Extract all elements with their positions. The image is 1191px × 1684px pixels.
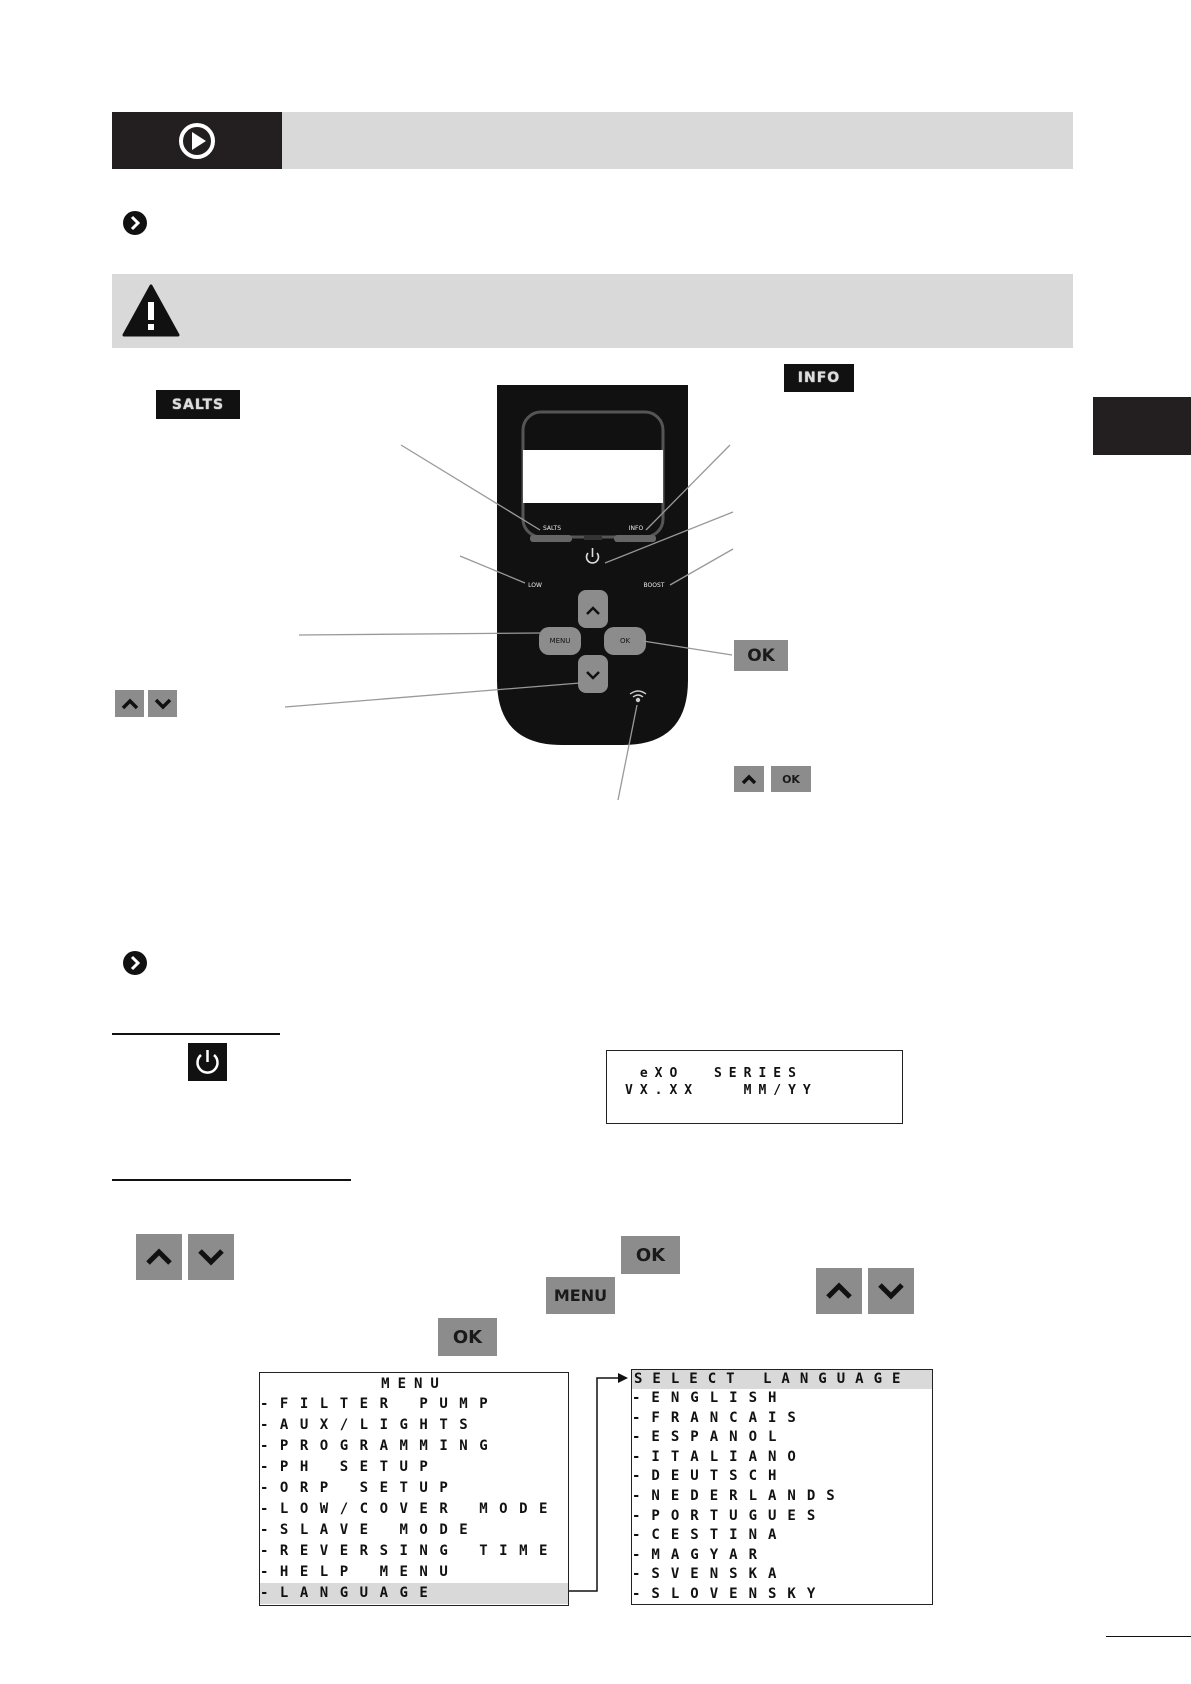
screen-display — [523, 450, 663, 503]
menu-key-legend: MENU — [546, 1277, 615, 1314]
menu-lcd: MENU -FILTER PUMP -AUX/LIGHTS -PROGRAMMING… — [259, 1372, 569, 1606]
down-key-legend-large — [188, 1234, 234, 1280]
lcd-list-item: -HELP MENU — [260, 1564, 460, 1580]
lcd-list-item: -LANGUAGE — [260, 1583, 568, 1604]
chevron-up-icon — [146, 1248, 172, 1265]
up-key-legend-large — [136, 1234, 182, 1280]
ok-key-legend-small: OK — [771, 766, 811, 792]
up-key-legend-large — [816, 1268, 862, 1314]
salts-softkey — [530, 535, 572, 542]
menu-key — [539, 627, 581, 655]
warning-icon — [122, 284, 180, 337]
section-header-icon-block — [112, 112, 282, 169]
ok-key — [604, 627, 646, 655]
lcd-list-item: -FILTER PUMP — [260, 1396, 500, 1412]
language-lcd: SELECT LANGUAGE -ENGLISH -FRANCAIS -ESPANO… — [631, 1369, 933, 1605]
ok-key-legend-large: OK — [438, 1318, 497, 1356]
device-ok-label: OK — [619, 637, 631, 645]
connector-arrow — [569, 1373, 628, 1592]
power-key-legend — [188, 1043, 227, 1081]
device-info-label: INFO — [628, 525, 644, 532]
ok-key-legend: OK — [734, 640, 788, 671]
lcd-list-item: -FRANCAIS — [632, 1409, 807, 1426]
chevron-down-icon — [198, 1249, 224, 1266]
lcd-list-item: -NEDERLANDS — [632, 1487, 846, 1504]
lcd-list-item: -ESPANOL — [632, 1429, 788, 1446]
splash-line-1: eXO SERIES — [625, 1066, 803, 1081]
power-button-icon — [585, 548, 600, 564]
wifi-icon — [629, 690, 647, 703]
lcd-list-item: -ITALIANO — [632, 1448, 807, 1465]
salts-key-legend: SALTS — [156, 390, 240, 419]
lcd-list-item: -PH SETUP — [260, 1459, 440, 1475]
heading-underline — [112, 1033, 280, 1035]
chevron-up-icon — [121, 698, 138, 709]
lcd-list-item: -DEUTSCH — [632, 1468, 788, 1485]
down-key-legend-large — [868, 1268, 914, 1314]
lcd-list-item: -REVERSING TIME — [260, 1543, 559, 1559]
lcd-list-item: -AUX/LIGHTS — [260, 1417, 480, 1433]
chevron-down-icon — [878, 1283, 904, 1300]
arrow-bullet-icon — [123, 211, 147, 235]
lcd-list-item: -PROGRAMMING — [260, 1438, 500, 1454]
menu-lcd-title: MENU — [381, 1376, 447, 1392]
play-circle-icon — [179, 123, 215, 159]
chevron-up-icon — [826, 1282, 852, 1299]
lcd-list-item: -SLAVE MODE — [260, 1522, 480, 1538]
device-low-label: LOW — [528, 582, 542, 589]
heading-underline — [112, 1179, 351, 1181]
power-icon — [196, 1050, 219, 1074]
arrow-bullet-icon — [123, 951, 147, 975]
device-menu-label: MENU — [549, 637, 571, 645]
callout-lines — [284, 444, 734, 801]
control-panel-diagram — [284, 385, 734, 801]
chapter-tab — [1093, 397, 1191, 455]
lcd-list-item: -PORTUGUES — [632, 1507, 827, 1524]
down-key — [578, 655, 608, 693]
splash-lcd: eXO SERIES VX.XX MM/YY — [606, 1050, 903, 1124]
device-boost-label: BOOST — [643, 582, 665, 589]
section-header-bar — [282, 112, 1073, 169]
up-key-legend-small — [734, 766, 764, 792]
info-key-legend: INFO — [784, 364, 854, 392]
lcd-list-item: -ORP SETUP — [260, 1480, 460, 1496]
chevron-up-icon — [741, 774, 757, 784]
down-key-legend — [148, 690, 177, 717]
language-lcd-items: -ENGLISH -FRANCAIS -ESPANOL -ITALIANO -DEUTS… — [632, 1389, 932, 1605]
warning-bar — [112, 274, 1073, 348]
device-salts-label: SALTS — [542, 525, 561, 532]
lcd-list-item: -CESTINA — [632, 1527, 788, 1544]
ok-key-legend-large: OK — [621, 1236, 680, 1274]
lcd-list-item: -ENGLISH — [632, 1390, 788, 1406]
up-key-legend — [115, 690, 144, 717]
lcd-list-item: -SLOVENSKY — [632, 1585, 827, 1602]
lcd-list-item: -MAGYAR — [632, 1546, 769, 1563]
footer-rule — [1106, 1636, 1191, 1637]
menu-lcd-items: -FILTER PUMP -AUX/LIGHTS -PROGRAMMING -PH S… — [260, 1394, 568, 1604]
lcd-list-item: -SVENSKA — [632, 1566, 788, 1583]
chevron-down-icon — [154, 698, 171, 709]
language-lcd-title: SELECT LANGUAGE — [632, 1370, 932, 1389]
lcd-list-item: -LOW/COVER MODE — [260, 1501, 559, 1517]
info-softkey — [614, 535, 656, 542]
splash-line-2: VX.XX MM/YY — [625, 1083, 818, 1098]
